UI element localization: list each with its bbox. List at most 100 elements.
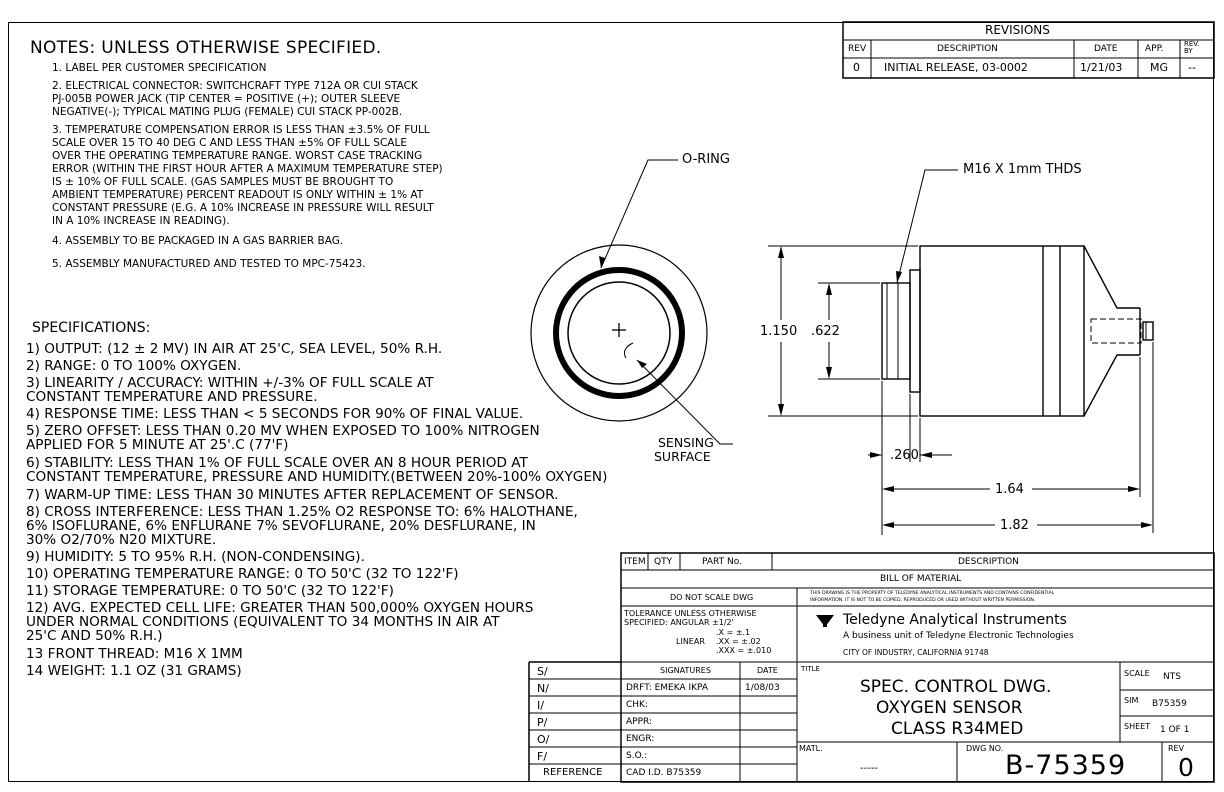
rev-app: MG	[1150, 61, 1169, 74]
sensing-label-1: SENSING	[658, 435, 714, 450]
ref-row: P/	[537, 716, 548, 729]
dim-182: 1.82	[1000, 518, 1029, 533]
rev-date: 1/21/03	[1080, 61, 1123, 74]
ref-row: S/	[537, 665, 548, 678]
sales-order: S.O.:	[626, 751, 648, 761]
tolerance-xxx: .XXX = ±.010	[716, 646, 772, 655]
bom-item-header: ITEM	[624, 557, 646, 567]
property-notice-2: INFORMATION. IT IS NOT TO BE COPIED, REP…	[810, 598, 1036, 603]
drawing-title-1: SPEC. CONTROL DWG.	[860, 677, 1052, 697]
rev-label: REV	[1168, 744, 1185, 753]
dim-622: .622	[811, 324, 840, 339]
company-city: CITY OF INDUSTRY, CALIFORNIA 91748	[843, 648, 989, 657]
sheet-value: 1 OF 1	[1160, 725, 1190, 735]
spec-line: 25'C AND 50% R.H.)	[26, 628, 163, 644]
reference-label: REFERENCE	[543, 767, 603, 778]
thread-label: M16 X 1mm THDS	[963, 162, 1082, 177]
o-ring-label: O-RING	[682, 152, 730, 167]
engineer: ENGR:	[626, 734, 655, 744]
sensing-label-2: SURFACE	[654, 449, 711, 464]
ref-row: F/	[537, 750, 548, 763]
note-line: IS ± 10% OF FULL SCALE. (GAS SAMPLES MUS…	[52, 176, 394, 188]
spec-line: 6% ISOFLURANE, 6% ENFLURANE 7% SEVOFLURA…	[26, 518, 536, 534]
spec-line: 4) RESPONSE TIME: LESS THAN < 5 SECONDS …	[26, 406, 524, 422]
checker: CHK:	[626, 700, 648, 710]
note-line: CONSTANT PRESSURE (E.G. A 10% INCREASE I…	[52, 202, 434, 214]
spec-line: 13 FRONT THREAD: M16 X 1MM	[26, 646, 243, 662]
ref-row: O/	[537, 733, 550, 746]
drawing-frame	[8, 22, 1214, 782]
notes-title: NOTES: UNLESS OTHERWISE SPECIFIED.	[30, 38, 382, 58]
date-header: DATE	[1094, 44, 1118, 54]
note-line: 4. ASSEMBLY TO BE PACKAGED IN A GAS BARR…	[52, 235, 344, 247]
spec-line: 12) AVG. EXPECTED CELL LIFE: GREATER THA…	[26, 600, 534, 616]
tolerance-line-2: SPECIFIED: ANGULAR ±1/2'	[624, 618, 734, 627]
bom-description-header: DESCRIPTION	[958, 557, 1019, 567]
note-line: NEGATIVE(-); TYPICAL MATING PLUG (FEMALE…	[52, 106, 403, 118]
drawing-title-2: OXYGEN SENSOR	[876, 698, 1023, 718]
sheet-label: SHEET	[1124, 722, 1151, 731]
company-name: Teledyne Analytical Instruments	[843, 612, 1067, 628]
spec-line: APPLIED FOR 5 MINUTE AT 25'.C (77'F)	[26, 437, 289, 453]
spec-line: CONSTANT TEMPERATURE, PRESSURE AND HUMID…	[26, 469, 608, 485]
sim-label: SIM	[1124, 696, 1139, 705]
title-label: TITLE	[801, 665, 820, 673]
o-ring	[553, 267, 685, 399]
note-line: 3. TEMPERATURE COMPENSATION ERROR IS LES…	[52, 124, 430, 136]
specifications-title: SPECIFICATIONS:	[32, 320, 151, 336]
cad-id: CAD I.D. B75359	[626, 768, 702, 778]
drawing-title-3: CLASS R34MED	[891, 719, 1024, 739]
tolerance-line-1: TOLERANCE UNLESS OTHERWISE	[624, 609, 757, 618]
app-header: APP.	[1145, 44, 1164, 54]
dwg-no-label: DWG NO.	[966, 744, 1004, 753]
spec-line: 7) WARM-UP TIME: LESS THAN 30 MINUTES AF…	[26, 487, 559, 503]
description-header: DESCRIPTION	[937, 44, 998, 54]
note-line: 1. LABEL PER CUSTOMER SPECIFICATION	[52, 62, 267, 74]
spec-line: 9) HUMIDITY: 5 TO 95% R.H. (NON-CONDENSI…	[26, 549, 365, 565]
outer-ring	[530, 244, 708, 422]
rev-value-tb: 0	[1178, 753, 1194, 782]
rev-by: --	[1188, 61, 1196, 74]
material-label: MATL.	[799, 744, 823, 753]
spec-line: UNDER NORMAL CONDITIONS (EQUIVALENT TO 3…	[26, 614, 500, 630]
company-subtitle: A business unit of Teledyne Electronic T…	[843, 631, 1074, 641]
do-not-scale: DO NOT SCALE DWG	[670, 593, 754, 602]
sensing-disc	[567, 281, 671, 385]
scale-value: NTS	[1163, 672, 1181, 682]
front-thread	[881, 282, 911, 380]
bom-qty-header: QTY	[654, 557, 673, 567]
spec-line: 2) RANGE: 0 TO 100% OXYGEN.	[26, 358, 242, 374]
date-header-tb: DATE	[757, 666, 778, 675]
note-line: IN A 10% INCREASE IN READING).	[52, 215, 230, 227]
approver: APPR:	[626, 717, 653, 727]
rev-header: REV	[848, 44, 867, 54]
signatures-header: SIGNATURES	[660, 666, 711, 675]
bom-part-header: PART No.	[702, 557, 742, 567]
spec-line: 8) CROSS INTERFERENCE: LESS THAN 1.25% O…	[26, 504, 578, 520]
ref-row: N/	[537, 682, 549, 695]
revisions-title: REVISIONS	[985, 23, 1050, 37]
spec-line: 11) STORAGE TEMPERATURE: 0 TO 50'C (32 T…	[26, 583, 394, 599]
spec-line: 10) OPERATING TEMPERATURE RANGE: 0 TO 50…	[26, 566, 459, 582]
spec-line: 6) STABILITY: LESS THAN 1% OF FULL SCALE…	[26, 455, 528, 471]
drafter: DRFT: EMEKA IKPA	[626, 683, 709, 693]
tolerance-x: .X = ±.1	[716, 628, 751, 637]
property-notice-1: THIS DRAWING IS THE PROPERTY OF TELEDYNE…	[810, 591, 1055, 596]
spec-line: 3) LINEARITY / ACCURACY: WITHIN +/-3% OF…	[26, 375, 434, 391]
ref-row: I/	[537, 699, 544, 712]
dwg-no-value: B-75359	[1005, 750, 1127, 781]
tolerance-xx: .XX = ±.02	[716, 637, 761, 646]
sim-value: B75359	[1152, 699, 1187, 709]
tolerance-linear: LINEAR	[676, 637, 705, 646]
note-line: AMBIENT TEMPERATURE) PERCENT READOUT IS …	[52, 189, 424, 201]
spec-line: CONSTANT TEMPERATURE AND PRESSURE.	[26, 389, 318, 405]
spec-line: 30% O2/70% N20 MIXTURE.	[26, 532, 217, 548]
revby-header: REV. BY	[1184, 40, 1200, 55]
note-line: 2. ELECTRICAL CONNECTOR: SWITCHCRAFT TYP…	[52, 80, 418, 92]
material-value: -----	[860, 763, 879, 774]
note-line: OVER THE OPERATING TEMPERATURE RANGE. WO…	[52, 150, 423, 162]
note-line: PJ-005B POWER JACK (TIP CENTER = POSITIV…	[52, 93, 401, 105]
bill-of-material: BILL OF MATERIAL	[880, 574, 962, 584]
sensor-body	[919, 245, 1085, 417]
